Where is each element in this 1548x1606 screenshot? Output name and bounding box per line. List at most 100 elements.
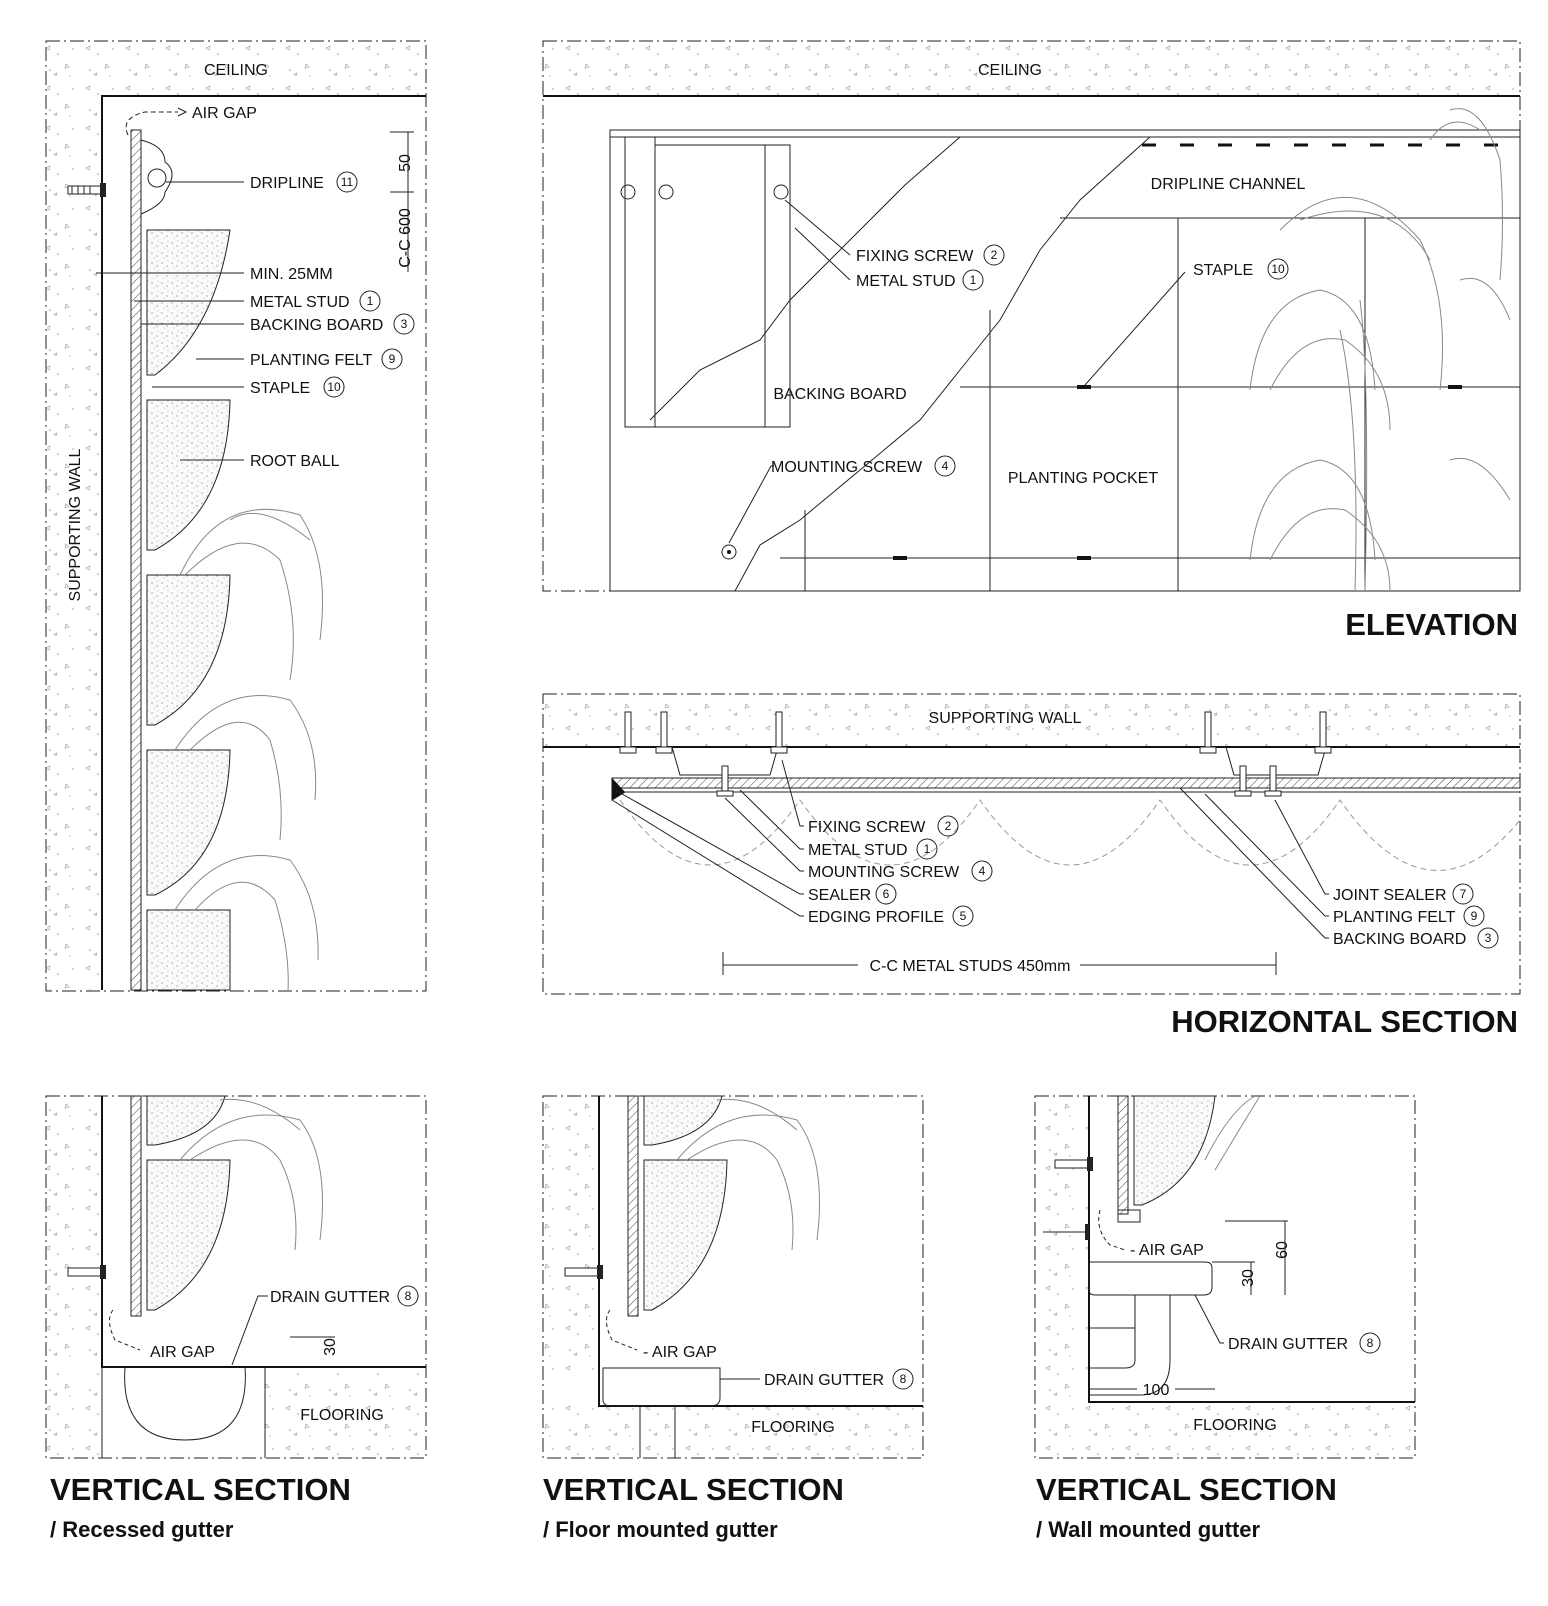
- wall-mounted-drain-gutter-label: DRAIN GUTTER: [1228, 1336, 1348, 1353]
- horiz-backing-board-circle: [1477, 927, 1499, 949]
- staple-callout-number: 10: [327, 380, 341, 394]
- horiz-mounting-screw-label: MOUNTING SCREW: [808, 864, 960, 881]
- horiz-sealer-number: 6: [883, 887, 890, 901]
- horiz-metal-stud-number: 1: [924, 842, 931, 856]
- horizontal-leaders-left: [611, 759, 804, 917]
- ceiling-label: CEILING: [204, 62, 268, 79]
- planting-pocket-3: [146, 574, 231, 726]
- horizontal-wall-concrete: [544, 695, 1519, 747]
- elev-staple-number: 10: [1271, 262, 1285, 276]
- anchor-screw: [67, 183, 106, 197]
- floor-mounted-drain-gutter-circle: [892, 1368, 914, 1390]
- wall-mounted-foliage: [1204, 1095, 1261, 1171]
- staple-callout-circle: [323, 376, 345, 398]
- recessed-floor-concrete-left: [47, 1370, 102, 1457]
- wall-mounted-dim-30: 30: [1240, 1269, 1257, 1287]
- leader-mounting-screw: [728, 465, 774, 544]
- elev-metal-stud-circle: [962, 269, 984, 291]
- planting-pocket-5: [146, 909, 231, 991]
- ceiling-concrete: [47, 42, 425, 96]
- floor-mounted-flooring-label: FLOORING: [751, 1419, 835, 1436]
- horizontal-leaders-right: [1179, 787, 1329, 939]
- recessed-drain-gutter-number: 8: [405, 1289, 412, 1303]
- horiz-fixing-screw-number: 2: [945, 819, 952, 833]
- wall-mounted-air-gap-arrow: [1098, 1209, 1126, 1251]
- floor-mounted-wall-floor: [598, 1096, 923, 1407]
- elev-metal-stud-number: 1: [970, 273, 977, 287]
- horizontal-supporting-wall-label: SUPPORTING WALL: [929, 710, 1082, 727]
- elevation-frame: [542, 40, 1521, 592]
- dripline-channel-label: DRIPLINE CHANNEL: [1151, 176, 1306, 193]
- planting-pocket-2: [146, 399, 231, 551]
- wall-mounted-dim-100: 100: [1143, 1382, 1170, 1399]
- metal-stud-callout-circle: [359, 290, 381, 312]
- wall-mounted-downpipe-inner: [1089, 1328, 1136, 1369]
- elev-fixing-screw-circle: [983, 244, 1005, 266]
- horizontal-section-frame: [542, 693, 1521, 995]
- supporting-wall-concrete: [47, 96, 102, 990]
- air-gap-arrowhead: [177, 107, 188, 117]
- recessed-floor-concrete-right: [265, 1370, 425, 1457]
- fixing-screw-head-3: [773, 184, 789, 200]
- elevation-foliage: [1249, 108, 1511, 592]
- vertical-section-main: AIR GAP CEILING DRIPLINE 11 MIN. 25MM ME…: [45, 40, 427, 992]
- elevation-ceiling-label: CEILING: [978, 62, 1042, 79]
- elevation-title: ELEVATION: [1345, 607, 1518, 642]
- recessed-pocket-top: [146, 1095, 226, 1146]
- floor-mounted-frame: [542, 1095, 924, 1459]
- horiz-mounting-screw-circle: [971, 860, 993, 882]
- mounting-screw-head: [721, 544, 737, 560]
- horiz-fixing-screw-label: FIXING SCREW: [808, 819, 926, 836]
- tear-line-2: [734, 136, 1151, 592]
- elevation-stud-3: [764, 144, 791, 428]
- elev-staple-circle: [1267, 258, 1289, 280]
- horiz-backing-board-label: BACKING BOARD: [1333, 931, 1466, 948]
- backing-board-callout-circle: [393, 313, 415, 335]
- recessed-backing-board: [130, 1095, 142, 1317]
- wall-mounted-flooring-label: FLOORING: [1193, 1417, 1277, 1434]
- backing-board-section: [130, 129, 142, 991]
- floor-mounted-wall-concrete: [544, 1097, 599, 1371]
- recessed-air-gap-label: AIR GAP: [150, 1344, 215, 1361]
- dripline-label: DRIPLINE: [250, 175, 324, 192]
- wall-mounted-downpipe-top: [1089, 1294, 1136, 1329]
- floor-mounted-air-gap-arrow: [606, 1309, 638, 1351]
- vertical-section-wall-mounted: - AIR GAP DRAIN GUTTER 8 60 30 100 FLOOR…: [1034, 1095, 1416, 1542]
- horiz-edging-profile-label: EDGING PROFILE: [808, 909, 944, 926]
- planting-felt-callout-circle: [381, 348, 403, 370]
- recessed-pocket: [146, 1159, 231, 1311]
- cc-metal-studs-label: C-C METAL STUDS 450mm: [870, 958, 1071, 975]
- recessed-subtitle: / Recessed gutter: [50, 1517, 234, 1542]
- horizontal-backing-board: [611, 777, 1521, 789]
- floor-mounted-air-gap-label: - AIR GAP: [643, 1344, 717, 1361]
- vertical-section-frame: [45, 40, 427, 992]
- fixing-screw-head-2: [658, 184, 674, 200]
- elev-mounting-screw-label: MOUNTING SCREW: [771, 459, 923, 476]
- vertical-section-recessed: AIR GAP DRAIN GUTTER 8 30 FLOORING VERTI…: [45, 1095, 427, 1542]
- backing-board-label: BACKING BOARD: [250, 317, 383, 334]
- floor-mounted-subtitle: / Floor mounted gutter: [543, 1517, 778, 1542]
- dripline-callout-number: 11: [341, 175, 354, 189]
- wall-mounted-base-plate: [1117, 1209, 1141, 1223]
- dim-50-label: 50: [397, 154, 414, 172]
- horiz-mounting-screw-number: 4: [979, 864, 986, 878]
- fixing-screw-head-1: [620, 184, 636, 200]
- horiz-edging-profile-circle: [952, 905, 974, 927]
- elev-backing-board-label: BACKING BOARD: [773, 386, 906, 403]
- horizontal-section: SUPPORTING WALL FIXING SCREW 2 METAL STU…: [542, 693, 1521, 1039]
- air-gap-arrow: [125, 111, 178, 136]
- floor-mounted-foliage: [676, 1098, 820, 1251]
- elev-staple-label: STAPLE: [1193, 262, 1253, 279]
- plant-foliage-main: [174, 508, 323, 991]
- floor-mounted-drain-gutter-label: DRAIN GUTTER: [764, 1372, 884, 1389]
- wall-mounted-wall-concrete: [1036, 1097, 1089, 1402]
- horiz-edging-profile-number: 5: [960, 909, 967, 923]
- horiz-metal-stud-circle: [916, 838, 938, 860]
- elevation-staple-2: [1448, 385, 1462, 389]
- floor-mounted-pocket: [643, 1159, 728, 1311]
- elev-mounting-screw-circle: [934, 455, 956, 477]
- recessed-foliage: [179, 1098, 323, 1251]
- floor-mounted-title: VERTICAL SECTION: [543, 1472, 844, 1507]
- floor-mounted-drain-gutter-number: 8: [900, 1372, 907, 1386]
